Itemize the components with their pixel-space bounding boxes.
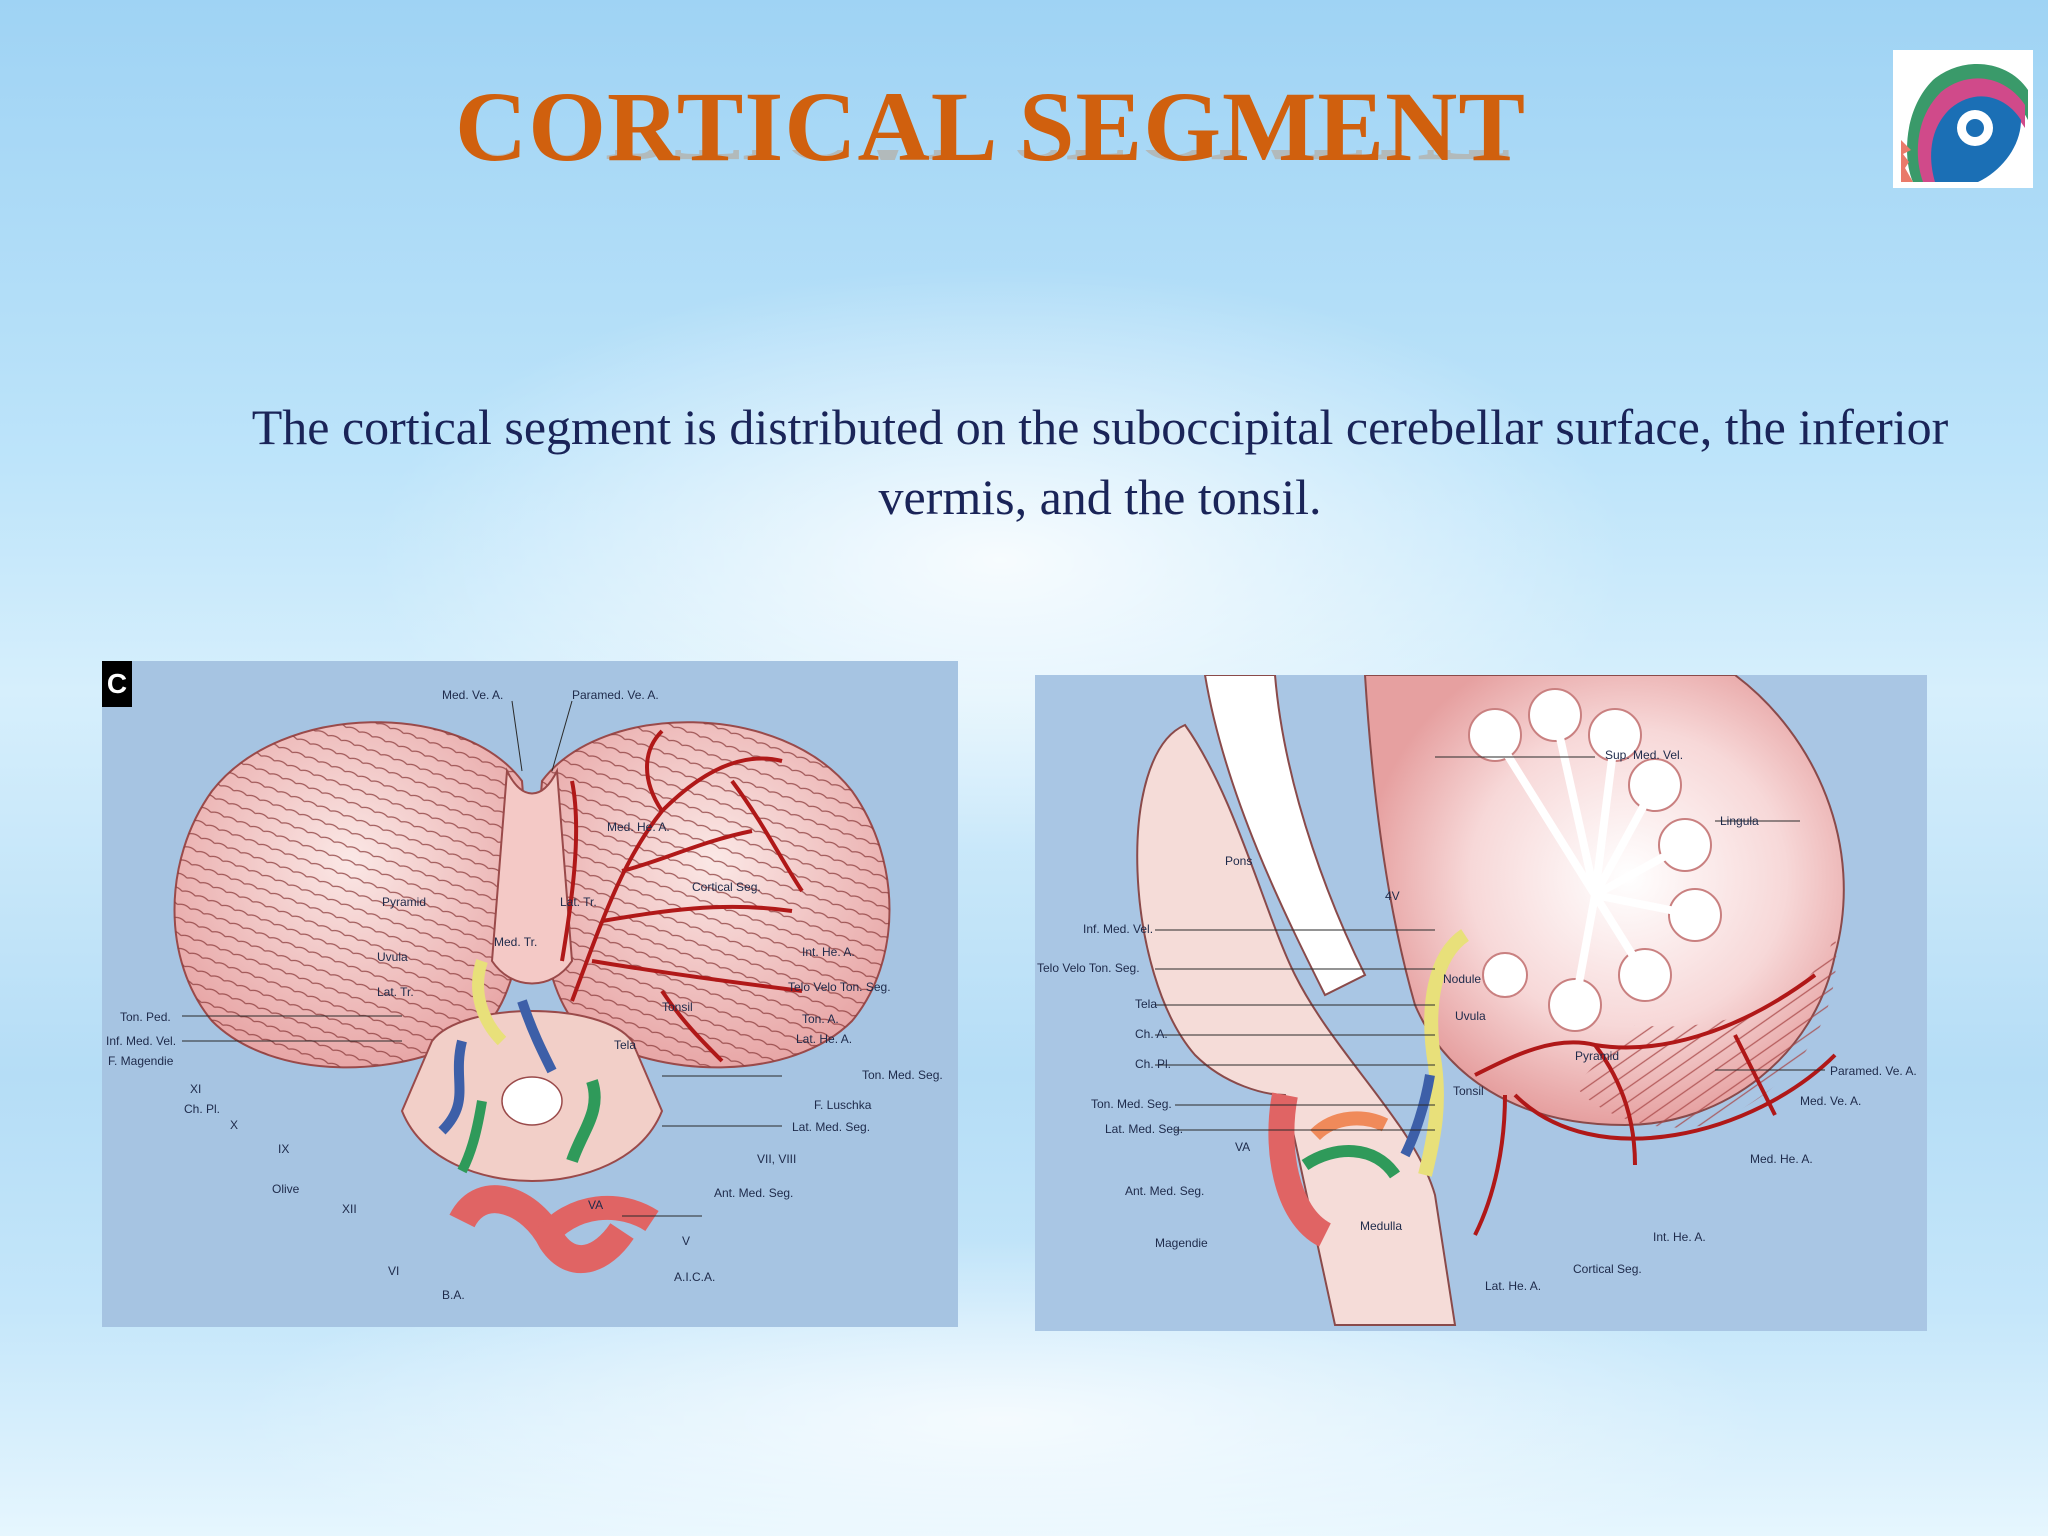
label-magendie: Magendie <box>1155 1236 1208 1250</box>
label-vii-viii: VII, VIII <box>757 1152 796 1166</box>
body-paragraph: The cortical segment is distributed on t… <box>251 399 1949 525</box>
label-telo-velo-ton-seg: Telo Velo Ton. Seg. <box>788 980 891 994</box>
label-lat-he-a: Lat. He. A. <box>1485 1279 1541 1293</box>
label-med-ve-a: Med. Ve. A. <box>442 688 503 702</box>
label-ton-med-seg: Ton. Med. Seg. <box>862 1068 943 1082</box>
label-uvula: Uvula <box>377 950 408 964</box>
label-lat-tr-2: Lat. Tr. <box>560 895 597 909</box>
label-x: X <box>230 1118 238 1132</box>
label-olive: Olive <box>272 1182 300 1196</box>
slide-title-reflection: CORTICAL SEGMENT <box>455 150 1535 182</box>
label-ton-ped: Ton. Ped. <box>120 1010 171 1024</box>
label-xii: XII <box>342 1202 357 1216</box>
cerebellum-suboccipital-illustration: Med. Ve. A. Paramed. Ve. A. Med. He. A. … <box>106 688 943 1302</box>
label-med-he-a: Med. He. A. <box>1750 1152 1813 1166</box>
label-paramed-ve-a: Paramed. Ve. A. <box>572 688 659 702</box>
label-med-tr: Med. Tr. <box>494 935 537 949</box>
panel-letter: C <box>102 661 132 707</box>
label-va: VA <box>588 1198 603 1212</box>
label-aica: A.I.C.A. <box>674 1270 715 1284</box>
label-v: V <box>682 1234 690 1248</box>
label-int-he-a: Int. He. A. <box>802 945 855 959</box>
label-ix: IX <box>278 1142 289 1156</box>
label-paramed-ve-a: Paramed. Ve. A. <box>1830 1064 1917 1078</box>
figure-midsagittal-view: Sup. Med. Vel. Lingula Pons 4V Inf. Med.… <box>1035 675 1927 1331</box>
label-ch-a: Ch. A. <box>1135 1027 1168 1041</box>
label-lat-he-a: Lat. He. A. <box>796 1032 852 1046</box>
label-med-he-a: Med. He. A. <box>607 820 670 834</box>
label-lat-tr: Lat. Tr. <box>377 985 414 999</box>
label-tela: Tela <box>1135 997 1157 1011</box>
label-cortical-seg: Cortical Seg. <box>692 880 761 894</box>
label-ch-pl: Ch. Pl. <box>1135 1057 1171 1071</box>
label-ba: B.A. <box>442 1288 465 1302</box>
label-pyramid: Pyramid <box>382 895 426 909</box>
label-f-luschka: F. Luschka <box>814 1098 872 1112</box>
label-sup-med-vel: Sup. Med. Vel. <box>1605 748 1683 762</box>
right-figure-labels: Sup. Med. Vel. Lingula Pons 4V Inf. Med.… <box>1037 748 1917 1293</box>
label-ant-med-seg: Ant. Med. Seg. <box>714 1186 793 1200</box>
label-telo-velo-ton-seg: Telo Velo Ton. Seg. <box>1037 961 1140 975</box>
cerebellum-midsagittal-illustration: Sup. Med. Vel. Lingula Pons 4V Inf. Med.… <box>1037 675 1917 1326</box>
label-inf-med-vel: Inf. Med. Vel. <box>1083 922 1153 936</box>
figure-suboccipital-view: C <box>102 661 958 1327</box>
label-medulla: Medulla <box>1360 1219 1402 1233</box>
label-pyramid: Pyramid <box>1575 1049 1619 1063</box>
head-logo-icon <box>1893 50 2033 188</box>
label-lat-med-seg: Lat. Med. Seg. <box>792 1120 870 1134</box>
label-f-magendie: F. Magendie <box>108 1054 174 1068</box>
label-nodule: Nodule <box>1443 972 1481 986</box>
label-tonsil: Tonsil <box>662 1000 693 1014</box>
label-tela: Tela <box>614 1038 636 1052</box>
label-int-he-a: Int. He. A. <box>1653 1230 1706 1244</box>
slide-title: CORTICAL SEGMENT <box>455 71 1527 182</box>
label-4v: 4V <box>1385 889 1400 903</box>
label-va: VA <box>1235 1140 1250 1154</box>
label-xi: XI <box>190 1082 201 1096</box>
label-lat-med-seg: Lat. Med. Seg. <box>1105 1122 1183 1136</box>
label-lingula: Lingula <box>1720 814 1759 828</box>
label-vi: VI <box>388 1264 399 1278</box>
label-ton-med-seg: Ton. Med. Seg. <box>1091 1097 1172 1111</box>
label-cortical-seg: Cortical Seg. <box>1573 1262 1642 1276</box>
label-inf-med-vel: Inf. Med. Vel. <box>106 1034 176 1048</box>
label-med-ve-a: Med. Ve. A. <box>1800 1094 1861 1108</box>
left-figure-labels: Med. Ve. A. Paramed. Ve. A. Med. He. A. … <box>106 688 943 1302</box>
label-ton-a: Ton. A. <box>802 1012 839 1026</box>
label-pons: Pons <box>1225 854 1252 868</box>
label-ant-med-seg: Ant. Med. Seg. <box>1125 1184 1204 1198</box>
label-ch-pl: Ch. Pl. <box>184 1102 220 1116</box>
label-tonsil: Tonsil <box>1453 1084 1484 1098</box>
label-uvula: Uvula <box>1455 1009 1486 1023</box>
